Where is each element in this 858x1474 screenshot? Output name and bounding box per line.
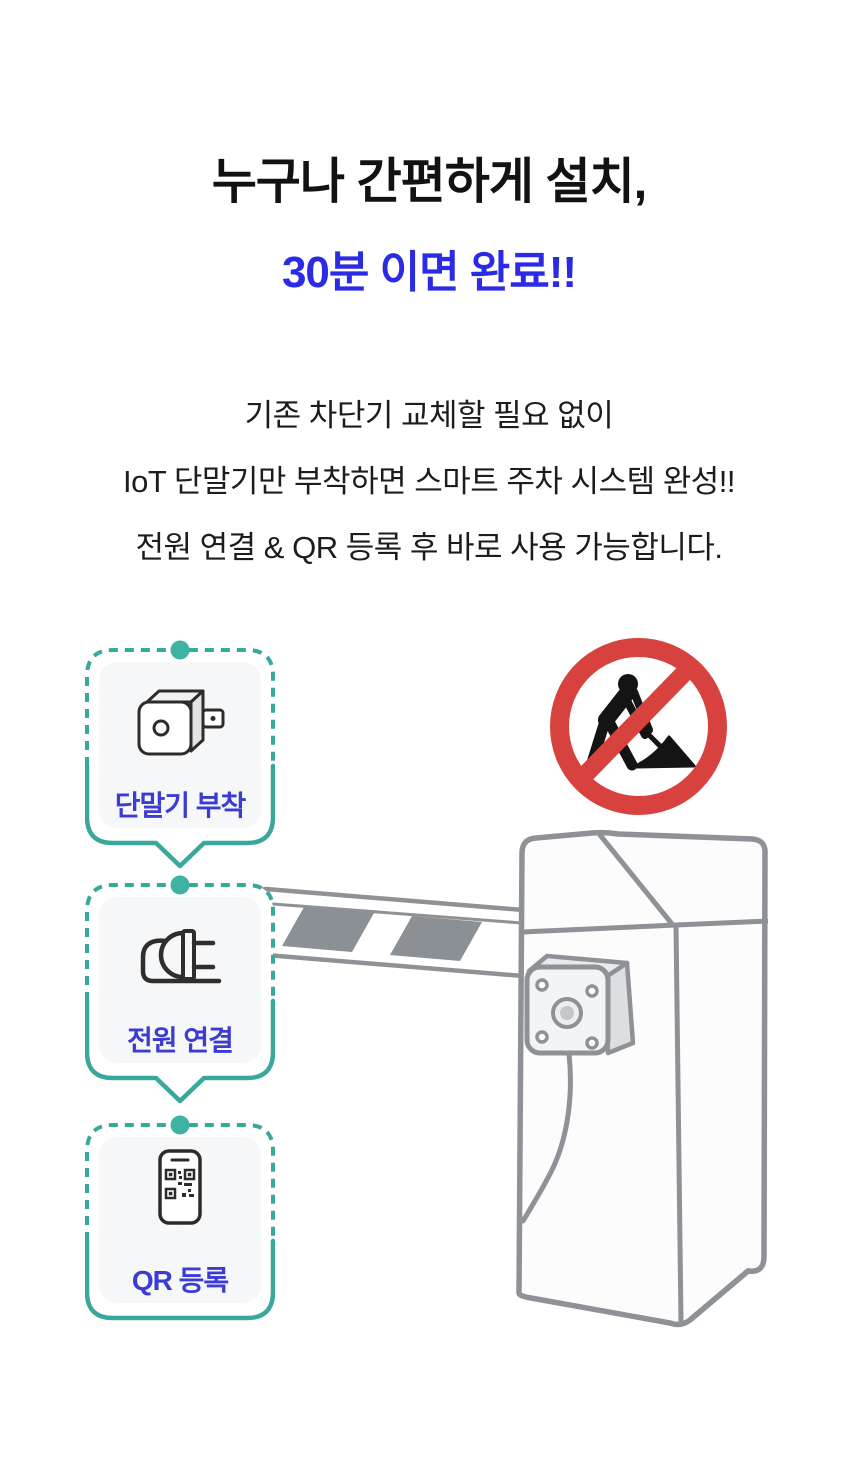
page-subtitle: 30분 이면 완료!! [281, 248, 577, 297]
description-line-3: 전원 연결 & QR 등록 후 바로 사용 가능합니다. [135, 530, 723, 565]
step-connector-dot [170, 1115, 190, 1135]
description-line-1: 기존 차단기 교체할 필요 없이 [244, 398, 614, 433]
iot-device-on-cabinet [520, 953, 636, 1224]
barrier-cabinet [516, 829, 769, 1328]
description-text: 기존 차단기 교체할 필요 없이 IoT 단말기만 부착하면 스마트 주차 시스… [0, 383, 858, 581]
step-bubble-device-attach: 단말기 부착 [85, 638, 275, 870]
step-bubble-qr-register: QR 등록 [85, 1113, 275, 1345]
qr-phone-icon [158, 1149, 202, 1225]
iot-device-icon [137, 689, 225, 756]
barrier-arm [253, 886, 538, 980]
step-label-device-attach: 단말기 부착 [114, 790, 247, 821]
step-label-qr-register: QR 등록 [131, 1265, 229, 1296]
no-construction-sign [550, 638, 727, 815]
step-label-power-connect: 전원 연결 [127, 1025, 234, 1056]
cabinet-top-edge [597, 832, 675, 927]
description-line-2: IoT 단말기만 부착하면 스마트 주차 시스템 완성!! [123, 464, 736, 499]
power-plug-icon [140, 929, 222, 984]
step-bubble-power-connect: 전원 연결 [85, 873, 275, 1105]
device-cable [520, 1051, 573, 1224]
arm-stripe-1 [282, 907, 374, 952]
step-connector-dot [170, 875, 190, 895]
cabinet-front-edge [673, 922, 684, 1325]
arm-stripe-2 [390, 916, 482, 961]
parking-barrier-illustration [253, 829, 769, 1328]
step-connector-dot [170, 640, 190, 660]
page-title: 누구나 간편하게 설치, [211, 155, 648, 209]
prohibition-slash [575, 658, 699, 785]
